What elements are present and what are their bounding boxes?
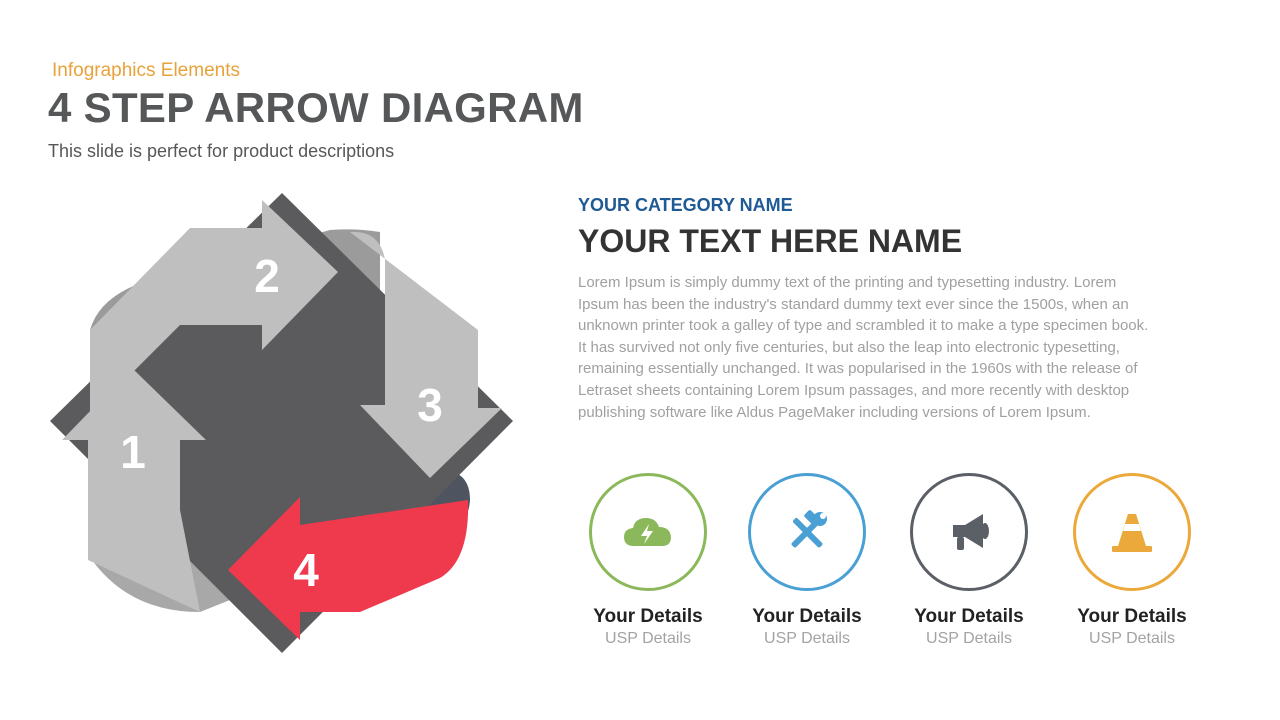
page-subtitle: This slide is perfect for product descri… xyxy=(48,141,395,161)
step-3-number: 3 xyxy=(417,379,443,431)
feature-circle-3 xyxy=(910,473,1028,591)
step-1-number: 1 xyxy=(120,426,146,478)
step-2-number: 2 xyxy=(254,250,280,302)
feature-item-2: Your Details USP Details xyxy=(722,473,892,648)
page-title: 4 STEP ARROW DIAGRAM xyxy=(48,84,584,131)
feature-subtitle-3: USP Details xyxy=(926,630,1012,647)
feature-circle-4 xyxy=(1073,473,1191,591)
category-name: YOUR CATEGORY NAME xyxy=(578,195,793,215)
feature-subtitle-1: USP Details xyxy=(605,630,691,647)
megaphone-icon xyxy=(953,514,989,550)
step-4-number: 4 xyxy=(293,544,319,596)
traffic-cone-icon xyxy=(1112,514,1152,552)
feature-title-3: Your Details xyxy=(914,606,1024,627)
feature-item-3: Your Details USP Details xyxy=(884,473,1054,648)
feature-subtitle-4: USP Details xyxy=(1089,630,1175,647)
feature-title-2: Your Details xyxy=(752,606,862,627)
arrow-step-2 xyxy=(90,200,338,415)
feature-title-1: Your Details xyxy=(593,606,703,627)
eyebrow-label: Infographics Elements xyxy=(52,60,240,81)
content-heading: YOUR TEXT HERE NAME xyxy=(578,223,963,259)
body-paragraph: Lorem Ipsum is simply dummy text of the … xyxy=(578,274,1149,421)
cloud-lightning-icon xyxy=(624,518,671,546)
tools-icon xyxy=(791,510,827,548)
arrow-step-4 xyxy=(228,497,469,640)
feature-item-4: Your Details USP Details xyxy=(1047,473,1217,648)
four-step-arrow-diagram: 2 3 1 4 xyxy=(50,193,513,653)
feature-circle-1 xyxy=(589,473,707,591)
feature-item-1: Your Details USP Details xyxy=(563,473,733,648)
feature-title-4: Your Details xyxy=(1077,606,1187,627)
arrow-step-1 xyxy=(62,368,206,612)
arrow-step-3 xyxy=(350,231,502,478)
feature-subtitle-2: USP Details xyxy=(764,630,850,647)
feature-circle-2 xyxy=(748,473,866,591)
